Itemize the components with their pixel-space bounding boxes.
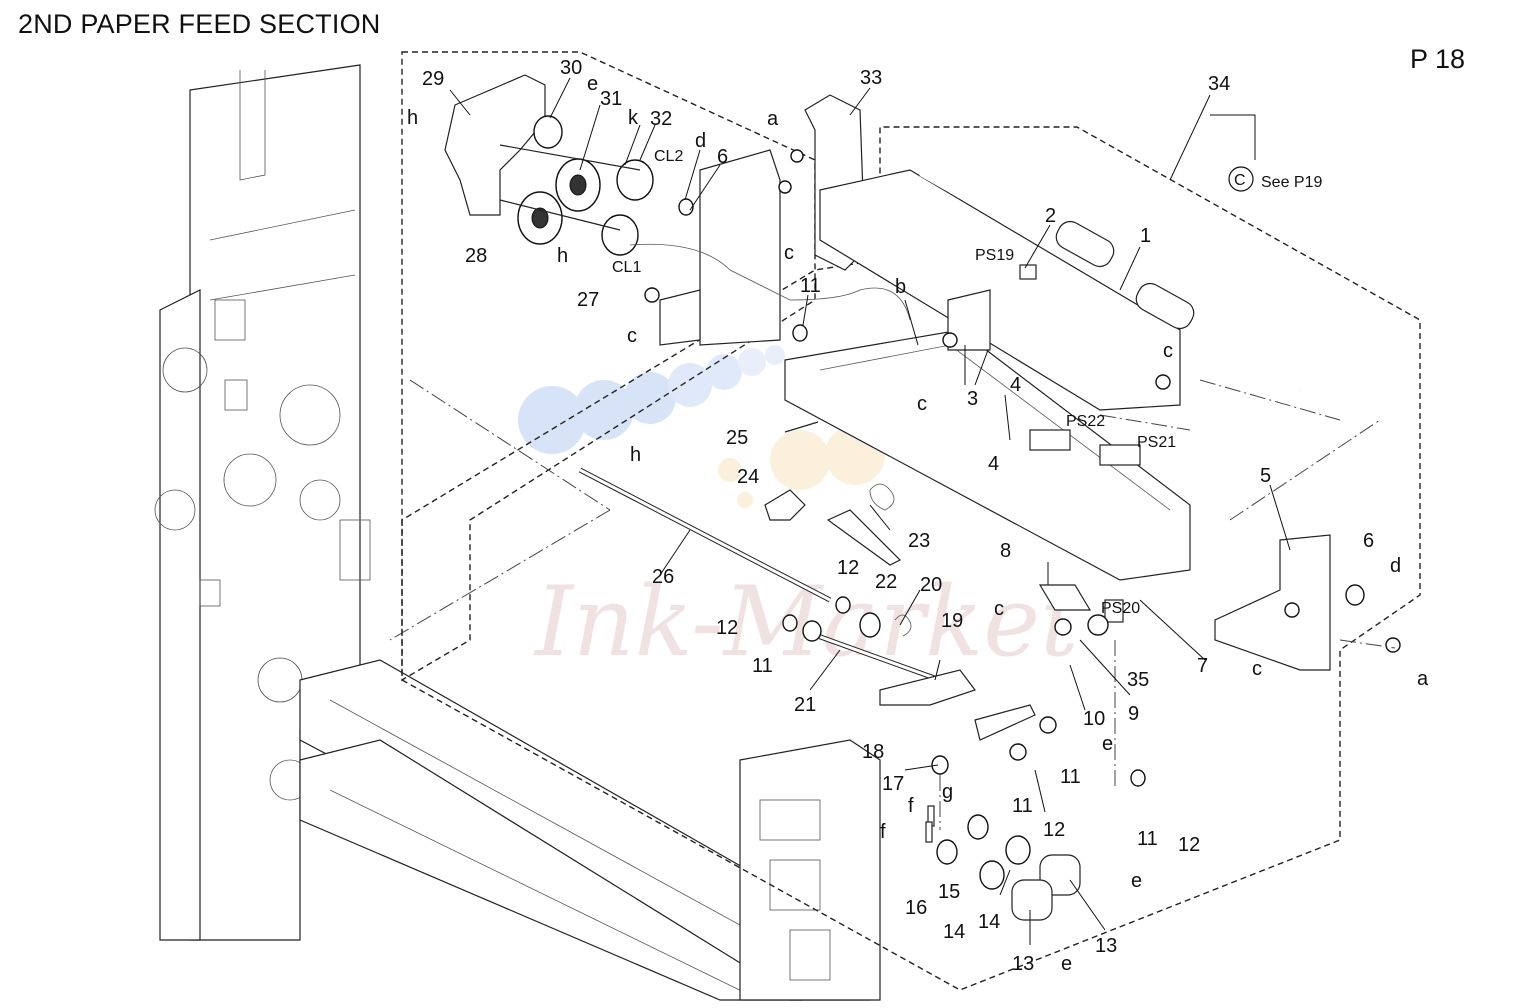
see-reference-text: See P19 [1261, 174, 1322, 191]
upper-drive-assembly [444, 74, 911, 346]
label-ps22: PS22 [1066, 413, 1105, 430]
label-e4: e [1061, 953, 1072, 975]
label-a2: a [1417, 668, 1429, 690]
label-part-6a: 6 [717, 146, 728, 168]
label-g1: g [942, 781, 953, 803]
label-part-23: 23 [908, 530, 930, 552]
label-part-13b: 13 [1095, 935, 1117, 957]
label-part-12b: 12 [716, 617, 738, 639]
label-e2: e [1102, 733, 1113, 755]
label-f1: f [908, 795, 914, 817]
label-part-11a: 11 [800, 275, 821, 297]
label-part-14a: 14 [943, 921, 965, 943]
group-frame-left [401, 51, 816, 682]
main-frame [154, 64, 881, 1001]
part-labels: 29 30 31 32 6 28 27 33 34 1 2 3 4 4 5 6 … [407, 57, 1429, 975]
label-part-19: 19 [941, 610, 963, 632]
page-number: P 18 [1410, 44, 1466, 74]
label-h2: h [557, 245, 568, 267]
main-plate-assembly [784, 169, 1331, 671]
label-part-9: 9 [1128, 703, 1139, 725]
label-d2: d [1390, 555, 1401, 577]
label-part-13a: 13 [1012, 953, 1034, 975]
label-part-34: 34 [1208, 73, 1230, 95]
label-part-30: 30 [560, 57, 582, 79]
label-c3: c [917, 393, 927, 415]
label-h1: h [407, 107, 418, 129]
label-h3: h [630, 444, 641, 466]
label-part-11e: 11 [1137, 828, 1158, 850]
label-part-4b: 4 [988, 453, 999, 475]
label-part-11b: 11 [752, 655, 773, 677]
label-c4: c [1163, 340, 1173, 362]
label-part-12c: 12 [1043, 819, 1065, 841]
label-part-28: 28 [465, 245, 487, 267]
label-part-1: 1 [1140, 225, 1151, 247]
label-cl1: CL1 [612, 259, 641, 276]
see-reference: C See P19 [1228, 166, 1322, 192]
label-part-20: 20 [920, 574, 942, 596]
small-parts [764, 332, 1401, 921]
label-part-26: 26 [652, 566, 674, 588]
label-part-33: 33 [860, 67, 882, 89]
label-part-24: 24 [737, 466, 759, 488]
label-k1: k [628, 107, 639, 129]
label-d1: d [695, 130, 706, 152]
part-1-roller-shaft [919, 174, 1301, 391]
label-c6: c [1252, 658, 1262, 680]
label-part-5: 5 [1260, 465, 1271, 487]
label-ps19: PS19 [975, 247, 1014, 264]
label-part-12a: 12 [837, 557, 859, 579]
label-part-31: 31 [600, 88, 622, 110]
label-part-17: 17 [882, 773, 904, 795]
label-e1: e [587, 73, 598, 95]
label-part-27: 27 [577, 289, 599, 311]
label-part-25: 25 [726, 427, 748, 449]
watermark-text: Ink-Market [533, 566, 1079, 678]
label-part-10: 10 [1083, 708, 1105, 730]
label-part-15: 15 [938, 881, 960, 903]
label-ps20: PS20 [1101, 600, 1140, 617]
label-part-2: 2 [1045, 205, 1056, 227]
label-part-22: 22 [875, 571, 897, 593]
see-reference-symbol: C [1234, 172, 1246, 189]
assembly-lines [389, 379, 1396, 830]
label-part-4a: 4 [1010, 374, 1021, 396]
label-part-11d: 11 [1012, 795, 1033, 817]
label-c5: c [994, 598, 1004, 620]
label-part-6b: 6 [1363, 530, 1374, 552]
label-part-35: 35 [1127, 669, 1149, 691]
label-part-14b: 14 [978, 911, 1000, 933]
label-part-16: 16 [905, 897, 927, 919]
label-part-21: 21 [794, 694, 816, 716]
label-part-32: 32 [650, 108, 672, 130]
page-title: 2ND PAPER FEED SECTION [18, 9, 381, 39]
label-part-3: 3 [967, 388, 978, 410]
label-b1: b [895, 276, 906, 298]
label-e3: e [1131, 870, 1142, 892]
label-c1: c [784, 242, 794, 264]
label-cl2: CL2 [654, 148, 683, 165]
label-part-7: 7 [1197, 655, 1208, 677]
label-a1: a [767, 108, 779, 130]
leader-lines [449, 77, 1291, 945]
part-21-shaft [814, 632, 941, 683]
label-part-29: 29 [422, 68, 444, 90]
label-part-11c: 11 [1060, 766, 1081, 788]
label-f2: f [880, 821, 886, 843]
label-part-12d: 12 [1178, 834, 1200, 856]
label-ps21: PS21 [1137, 434, 1176, 451]
label-c2: c [627, 325, 637, 347]
part-26-shaft [578, 467, 832, 603]
label-part-18: 18 [862, 741, 884, 763]
label-part-8: 8 [1000, 540, 1011, 562]
